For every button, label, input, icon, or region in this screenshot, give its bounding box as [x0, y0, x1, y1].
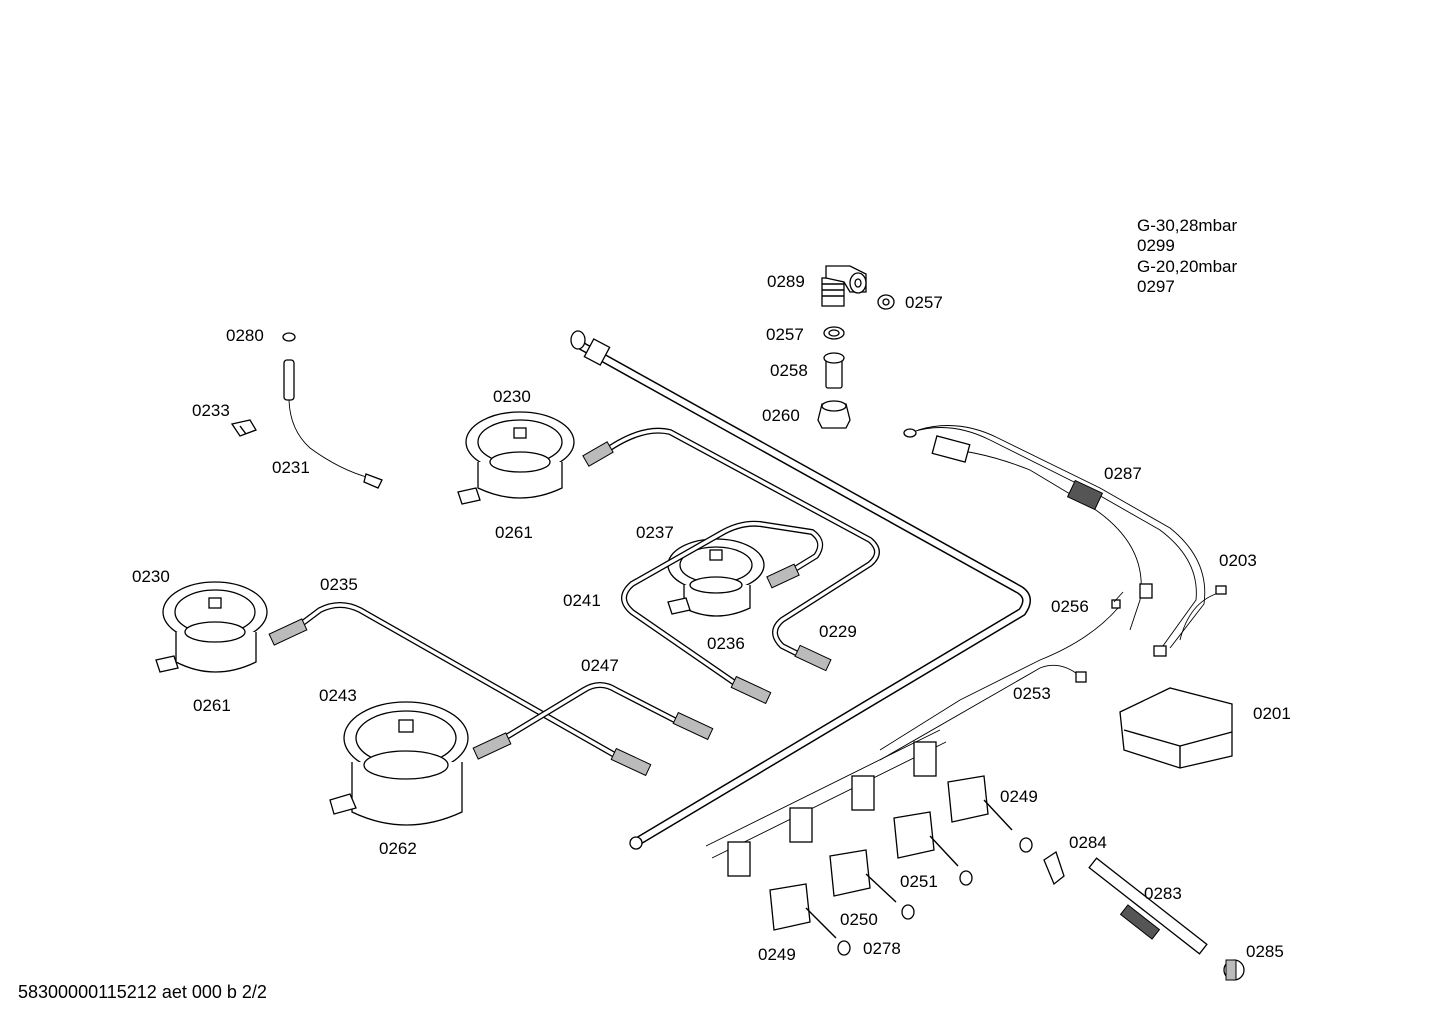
gas-part-number-g20: 0297	[1137, 277, 1175, 296]
callout-0289: 0289	[767, 272, 805, 291]
switch-rail	[705, 729, 947, 877]
nut-0260	[817, 400, 851, 429]
main-gas-pipe	[570, 330, 1031, 850]
ignition-harness	[879, 425, 1227, 761]
tube-0235	[293, 602, 623, 761]
callout-0287: 0287	[1104, 464, 1142, 483]
burner-top	[457, 411, 575, 505]
callout-0251: 0251	[900, 872, 938, 891]
document-footer-id: 58300000115212 aet 000 b 2/2	[18, 982, 267, 1002]
callout-0229: 0229	[819, 622, 857, 641]
callout-0260: 0260	[762, 406, 800, 425]
callout-0236: 0236	[707, 634, 745, 653]
gas-taps	[769, 775, 1013, 939]
callout-0201: 0201	[1253, 704, 1291, 723]
gas-type-g20: G-20,20mbar	[1137, 257, 1238, 276]
callout-0243: 0243	[319, 686, 357, 705]
burner-large	[329, 701, 469, 826]
washers-0278	[837, 837, 1033, 956]
callout-0230-top: 0230	[493, 387, 531, 406]
tube-0241	[597, 427, 880, 663]
washer-0257-right	[877, 294, 895, 310]
callout-0261-top: 0261	[495, 523, 533, 542]
callout-0247: 0247	[581, 656, 619, 675]
callout-0261-left: 0261	[193, 696, 231, 715]
washer-0257	[823, 326, 845, 340]
callout-0203: 0203	[1219, 551, 1257, 570]
nozzle-0258	[823, 352, 845, 389]
callout-0285: 0285	[1246, 942, 1284, 961]
gas-part-number-g30: 0299	[1137, 236, 1175, 255]
part-0285	[1223, 959, 1245, 981]
callout-0258: 0258	[770, 361, 808, 380]
gas-type-g30: G-30,28mbar	[1137, 216, 1238, 235]
callout-0257: 0257	[766, 325, 804, 344]
callout-0231: 0231	[272, 458, 310, 477]
callout-0249-left: 0249	[758, 945, 796, 964]
tube-0247	[495, 682, 693, 745]
part-0284	[1043, 850, 1065, 886]
inlet-elbow-0289	[821, 265, 867, 307]
clip-0233	[230, 419, 257, 437]
callout-0253: 0253	[1013, 684, 1051, 703]
callout-0278: 0278	[863, 939, 901, 958]
leader-lines	[1113, 591, 1124, 603]
burner-left	[155, 581, 268, 673]
electrode-0280	[282, 332, 383, 489]
callout-0237: 0237	[636, 523, 674, 542]
callout-0262: 0262	[379, 839, 417, 858]
callout-0257-right: 0257	[905, 293, 943, 312]
callout-0233: 0233	[192, 401, 230, 420]
callout-0283: 0283	[1144, 884, 1182, 903]
callout-0280: 0280	[226, 326, 264, 345]
ignition-module-0201	[1119, 687, 1233, 769]
callout-0235: 0235	[320, 575, 358, 594]
callout-0241: 0241	[563, 591, 601, 610]
callout-0230-left: 0230	[132, 567, 170, 586]
callout-0250: 0250	[840, 910, 878, 929]
callout-0256: 0256	[1051, 597, 1089, 616]
burner-middle	[667, 538, 765, 617]
tube-fittings	[268, 441, 832, 777]
tube-0237	[621, 520, 824, 693]
part-0283	[1088, 857, 1208, 955]
callout-0284: 0284	[1069, 833, 1107, 852]
callout-0249-right: 0249	[1000, 787, 1038, 806]
